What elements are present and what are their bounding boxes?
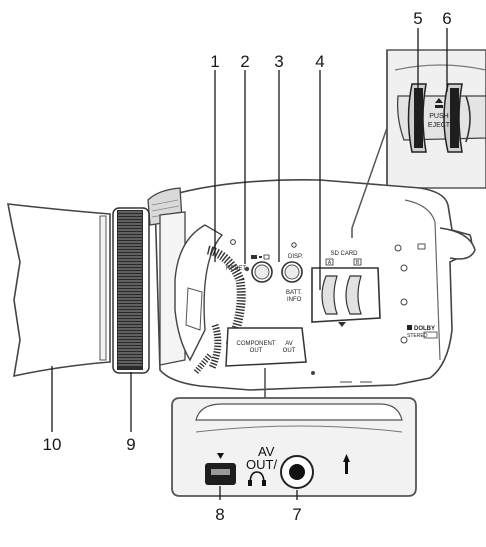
batt-label: BATT. bbox=[286, 290, 302, 296]
callout-4: 4 bbox=[315, 52, 324, 71]
callout-8: 8 bbox=[215, 505, 224, 524]
direction-arrow-icon bbox=[343, 454, 350, 474]
callout-7: 7 bbox=[292, 505, 301, 524]
dolby-logo: DOLBY STEREO bbox=[407, 325, 438, 339]
callout-9: 9 bbox=[126, 435, 135, 454]
push-label: PUSH bbox=[429, 113, 448, 120]
callout-5: 5 bbox=[413, 9, 422, 28]
info-label: INFO bbox=[287, 297, 302, 303]
av-out-label-2: OUT/ bbox=[246, 457, 277, 472]
mode-button[interactable] bbox=[251, 261, 273, 283]
hdmi-terminal bbox=[205, 453, 236, 485]
playback-mode-icon bbox=[251, 254, 270, 260]
card-slot-b bbox=[443, 83, 463, 153]
svg-text:DOLBY: DOLBY bbox=[414, 326, 435, 332]
sd-card-label: SD CARD bbox=[330, 251, 358, 257]
card-slot-inset: PUSH EJECT bbox=[386, 49, 486, 189]
av-out-jack bbox=[280, 455, 314, 489]
svg-text:STEREO: STEREO bbox=[407, 333, 428, 339]
svg-text:COMPONENT: COMPONENT bbox=[237, 341, 276, 347]
eject-icon bbox=[435, 98, 443, 108]
svg-text:B: B bbox=[356, 260, 360, 266]
reset-button[interactable] bbox=[244, 266, 250, 272]
card-slot-a bbox=[407, 83, 427, 153]
callout-10: 10 bbox=[43, 435, 62, 454]
disp-label: DISP. bbox=[288, 254, 303, 260]
svg-text:OUT: OUT bbox=[283, 348, 296, 354]
svg-text:OUT: OUT bbox=[250, 348, 263, 354]
sd-card-cover[interactable] bbox=[311, 267, 381, 327]
camcorder-body: RESET DISP. BATT. INFO SD CARD A B bbox=[147, 179, 476, 391]
disp-batt-info-button[interactable] bbox=[281, 261, 303, 283]
headphone-icon bbox=[248, 471, 266, 486]
leader-lines bbox=[51, 28, 448, 500]
callout-2: 2 bbox=[240, 52, 249, 71]
callout-1: 1 bbox=[210, 52, 219, 71]
focus-zoom-ring[interactable] bbox=[112, 207, 150, 374]
svg-text:A: A bbox=[328, 260, 332, 266]
callout-6: 6 bbox=[442, 9, 451, 28]
callout-3: 3 bbox=[274, 52, 283, 71]
sd-slot-labels: A B bbox=[325, 258, 362, 266]
jack-inset: AV OUT/ bbox=[171, 397, 417, 497]
mode-dial bbox=[206, 245, 246, 370]
reset-label: RESET bbox=[226, 266, 246, 272]
av-out-label-1: AV bbox=[258, 444, 275, 459]
eject-label: EJECT bbox=[428, 122, 451, 129]
lens-hood bbox=[7, 203, 111, 378]
svg-text:AV: AV bbox=[285, 341, 293, 347]
terminal-cover[interactable]: COMPONENT OUT AV OUT bbox=[225, 327, 307, 367]
